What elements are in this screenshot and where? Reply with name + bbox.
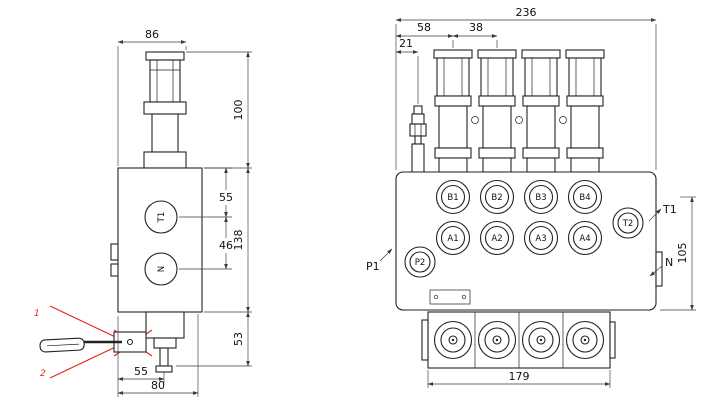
front-valve-body: B1 B2 B3 B4 A1 A2 bbox=[366, 171, 677, 311]
dim-236: 236 bbox=[516, 6, 537, 19]
cap-4 bbox=[565, 320, 605, 360]
port-a2: A2 bbox=[479, 220, 515, 256]
right-view: B1 B2 B3 B4 A1 A2 bbox=[366, 6, 696, 388]
bottom-cap-section bbox=[421, 311, 616, 369]
spool-tower-4 bbox=[565, 49, 605, 173]
right-edge-boss bbox=[655, 251, 663, 287]
dim-138: 138 bbox=[232, 230, 245, 251]
dim-38: 38 bbox=[469, 21, 483, 34]
dim-105: 105 bbox=[676, 243, 689, 264]
dim-80: 80 bbox=[151, 379, 165, 392]
flow-label-t1: T1 bbox=[648, 203, 677, 222]
n-arrow-icon bbox=[649, 265, 663, 277]
flow-label-n: N bbox=[649, 256, 673, 277]
lever-pos2-label: 2 bbox=[40, 369, 46, 379]
left-dimensions: 86 100 55 46 138 53 bbox=[117, 28, 252, 397]
flow-label-p1: P1 bbox=[366, 248, 393, 273]
port-label-b4: B4 bbox=[579, 193, 590, 203]
label-p1: P1 bbox=[366, 260, 380, 273]
lever-position-line-2 bbox=[49, 341, 127, 379]
port-label-n: N bbox=[157, 266, 167, 272]
port-b2: B2 bbox=[479, 179, 515, 215]
dim-179: 179 bbox=[509, 370, 530, 383]
port-b4: B4 bbox=[567, 179, 603, 215]
port-label-b1: B1 bbox=[447, 193, 458, 203]
spool-tower-2 bbox=[477, 49, 517, 173]
port-label-a3: A3 bbox=[535, 234, 546, 244]
spool-tower-1 bbox=[433, 49, 473, 173]
left-view: T1 N 1 2 bbox=[34, 28, 252, 397]
dim-46: 46 bbox=[219, 239, 233, 252]
spool-towers bbox=[433, 49, 605, 173]
left-actuator-tower bbox=[143, 51, 187, 169]
port-a3: A3 bbox=[523, 220, 559, 256]
dim-86: 86 bbox=[145, 28, 159, 41]
dim-21: 21 bbox=[399, 37, 413, 50]
port-label-t2: T2 bbox=[622, 219, 634, 229]
nameplate bbox=[429, 289, 471, 305]
dim-55-upper: 55 bbox=[219, 191, 233, 204]
lever-handle bbox=[39, 337, 85, 353]
port-b3: B3 bbox=[523, 179, 559, 215]
lever-assembly: 1 2 bbox=[34, 305, 153, 379]
dim-58: 58 bbox=[417, 21, 431, 34]
port-label-a1: A1 bbox=[447, 234, 458, 244]
spool-tower-3 bbox=[521, 49, 561, 173]
cap-2 bbox=[477, 320, 517, 360]
port-label-a2: A2 bbox=[491, 234, 502, 244]
t1-arrow-icon bbox=[648, 208, 662, 222]
lever-position-line-1 bbox=[49, 305, 127, 343]
p1-arrow-icon bbox=[379, 248, 393, 262]
lever-pos1-label: 1 bbox=[34, 309, 40, 319]
port-p2: P2 bbox=[404, 246, 436, 278]
port-b1: B1 bbox=[435, 179, 471, 215]
port-label-b2: B2 bbox=[491, 193, 502, 203]
relief-valve bbox=[409, 105, 427, 173]
left-valve-body: T1 N bbox=[110, 167, 203, 313]
left-bottom-block bbox=[145, 311, 185, 373]
lever-pivot bbox=[126, 338, 134, 346]
dim-55-bottom: 55 bbox=[134, 365, 148, 378]
port-label-a4: A4 bbox=[579, 234, 590, 244]
label-n: N bbox=[665, 256, 673, 269]
dim-53: 53 bbox=[232, 332, 245, 346]
cap-1 bbox=[433, 320, 473, 360]
port-label-p2: P2 bbox=[415, 258, 426, 268]
port-label-t1: T1 bbox=[157, 212, 167, 224]
port-t2: T2 bbox=[612, 207, 644, 239]
cap-3 bbox=[521, 320, 561, 360]
left-port-t1: T1 bbox=[144, 200, 178, 234]
port-a4: A4 bbox=[567, 220, 603, 256]
label-t1: T1 bbox=[662, 203, 677, 216]
left-port-n: N bbox=[144, 252, 178, 286]
port-a1: A1 bbox=[435, 220, 471, 256]
right-dimensions: 236 58 38 21 105 179 bbox=[395, 6, 696, 388]
port-label-b3: B3 bbox=[535, 193, 546, 203]
dim-100: 100 bbox=[232, 100, 245, 121]
